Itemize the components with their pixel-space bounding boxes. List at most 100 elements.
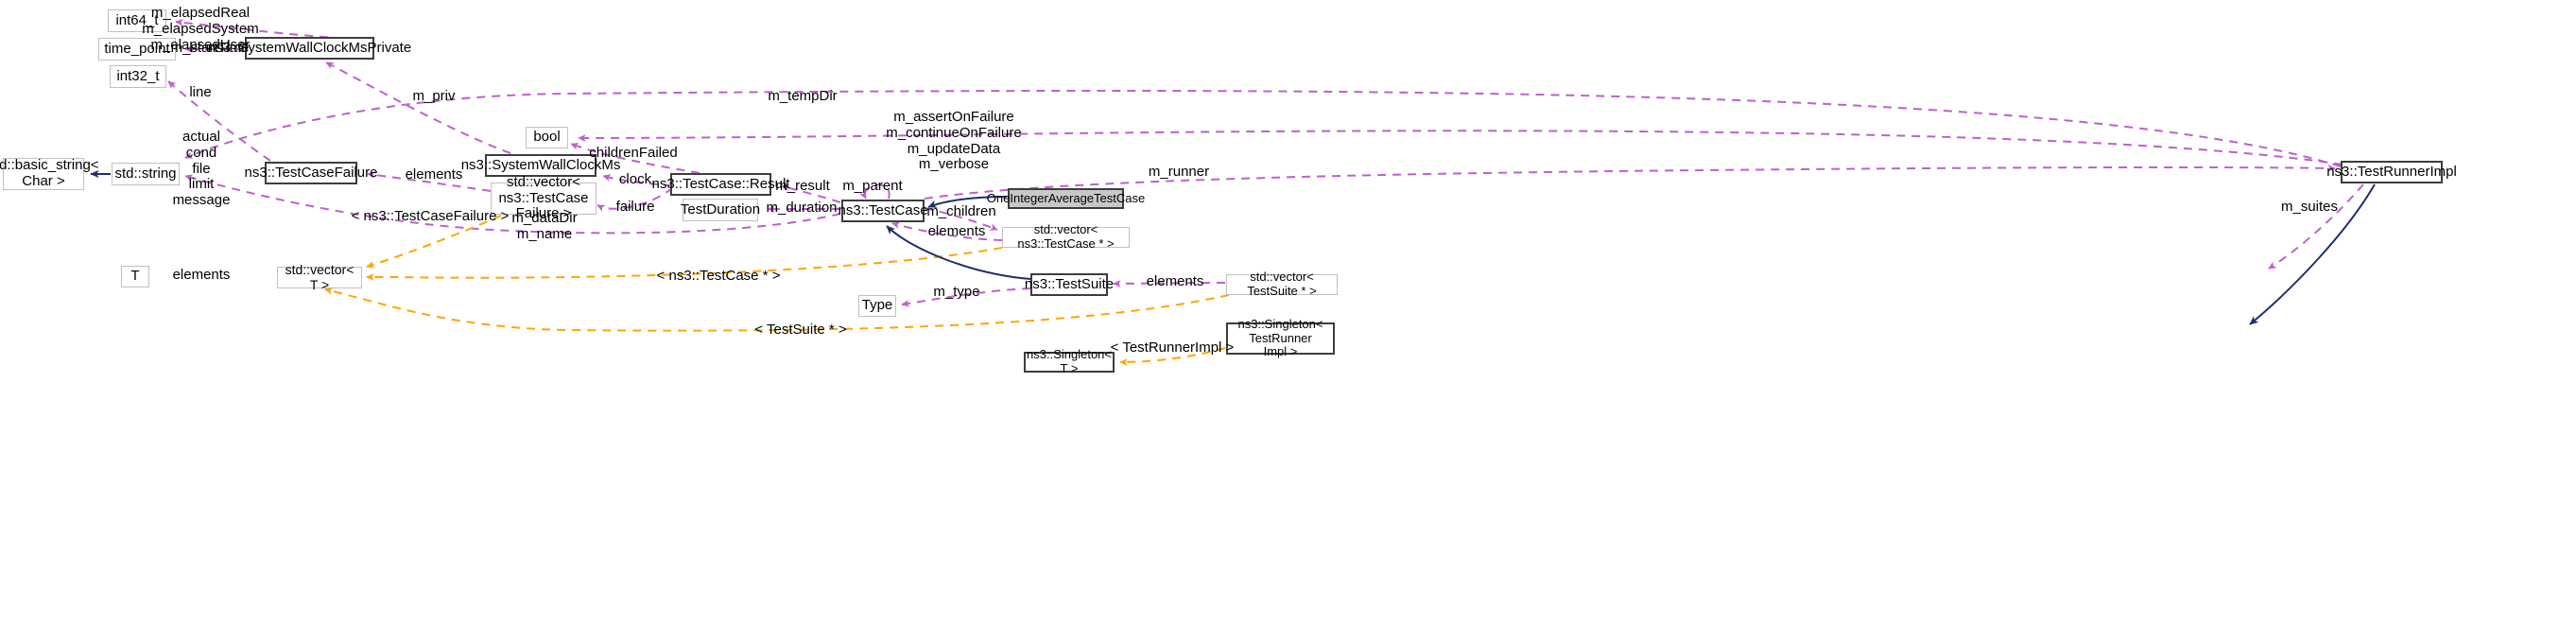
edge-m-type xyxy=(901,287,1031,307)
edge-label-m-duration: m_duration xyxy=(766,200,837,217)
label-text: m_suites xyxy=(2280,199,2339,215)
edge-label-m-children: m_children xyxy=(926,203,995,220)
label-text: m_priv xyxy=(412,88,456,104)
label-text: failure xyxy=(615,199,655,215)
node-label: ns3::TestCase::Result xyxy=(651,175,790,192)
inheritance-edge-group xyxy=(90,169,2376,325)
label-text: m_tempDir xyxy=(768,88,838,104)
edge-label-m-elapsed: m_elapsedReal m_elapsedSystem m_elapsedU… xyxy=(142,5,258,53)
edge-template-tcf xyxy=(366,215,502,269)
label-text: elements xyxy=(1146,273,1204,289)
node-label: ns3::Singleton< TestRunner Impl > xyxy=(1237,317,1323,359)
node-ns3-singleton-T[interactable]: ns3::Singleton< T > xyxy=(1024,348,1115,375)
node-label: std::vector< TestSuite * > xyxy=(1247,270,1317,298)
edge-m-suites xyxy=(2268,183,2364,270)
node-std-vector-testcase-ptr[interactable]: std::vector< ns3::TestCase * > xyxy=(1002,223,1130,251)
edge-template-tsptr xyxy=(324,287,1230,332)
edge-label-template-tri: < TestRunnerImpl > xyxy=(1111,339,1235,357)
template-edge-group xyxy=(324,215,1230,366)
edge-label-m-priv: m_priv xyxy=(412,88,456,105)
node-std-vector-T[interactable]: std::vector< T > xyxy=(277,262,362,291)
node-std-basic-string[interactable]: std::basic_string< Char > xyxy=(0,157,99,190)
node-label: time_point xyxy=(104,40,170,57)
edge-line xyxy=(167,80,271,162)
node-label: ns3::Singleton< T > xyxy=(1027,347,1112,375)
node-ns3-testsuite[interactable]: ns3::TestSuite xyxy=(1025,273,1114,296)
edge-m-children xyxy=(924,207,998,231)
edge-label-m-tempdir: m_tempDir xyxy=(768,88,838,105)
node-type[interactable]: Type xyxy=(858,295,896,317)
node-bool[interactable]: bool xyxy=(526,127,568,148)
label-text: m_startTime xyxy=(170,40,250,56)
edge-label-m-starttime: m_startTime xyxy=(170,40,250,57)
node-ns3-singleton-testrunnerimpl[interactable]: ns3::Singleton< TestRunner Impl > xyxy=(1226,317,1335,358)
node-ns3-testrunnerimpl[interactable]: ns3::TestRunnerImpl xyxy=(2326,161,2457,183)
label-text: < ns3::TestCaseFailure > xyxy=(351,208,510,224)
label-text: m_assertOnFailure m_continueOnFailure m_… xyxy=(886,109,1022,173)
node-label: ns3::TestRunnerImpl xyxy=(2326,163,2457,180)
node-label: std::vector< T > xyxy=(285,261,354,292)
label-text: m_dataDir m_name xyxy=(511,210,578,242)
node-int64-t[interactable]: int64_t xyxy=(108,9,166,32)
label-text: < TestSuite * > xyxy=(754,322,847,338)
node-ns3-systemwallclockmsprivate[interactable]: ns3::SystemWallClockMsPrivate xyxy=(208,37,411,60)
node-label: ns3::TestCaseFailure xyxy=(244,164,378,181)
label-text: line xyxy=(189,84,212,100)
edge-label-m-result: m_result xyxy=(775,178,830,195)
node-label: Type xyxy=(861,297,893,314)
node-label: std::basic_string< Char > xyxy=(0,157,99,189)
node-time-point[interactable]: time_point xyxy=(98,38,176,61)
label-text: m_parent xyxy=(842,178,903,194)
edge-label-clock: clock xyxy=(619,171,651,188)
edge-label-failure: failure xyxy=(615,199,655,216)
edge-label-elements-tcf: elements xyxy=(406,166,463,183)
node-oneintegeraveragetestcase[interactable]: OneIntegerAverageTestCase xyxy=(987,188,1145,209)
node-std-vector-testcasefailure[interactable]: std::vector< ns3::TestCase Failure > xyxy=(491,174,596,221)
edge-childrenfailed xyxy=(570,143,700,174)
edge-label-m-parent: m_parent xyxy=(842,178,903,195)
node-T[interactable]: T xyxy=(121,266,149,287)
node-int32-t[interactable]: int32_t xyxy=(110,65,166,88)
edge-m-result xyxy=(781,183,841,203)
node-ns3-testcasefailure[interactable]: ns3::TestCaseFailure xyxy=(245,162,377,184)
edge-label-template-tcf: < ns3::TestCaseFailure > xyxy=(351,208,510,225)
edge-label-template-tsptr: < TestSuite * > xyxy=(754,322,846,339)
node-ns3-testcase-result[interactable]: ns3::TestCase::Result xyxy=(652,173,789,196)
node-label: int64_t xyxy=(115,11,159,28)
edge-failure xyxy=(596,187,674,212)
edge-template-tcptr xyxy=(366,247,1003,281)
label-text: m_type xyxy=(933,284,980,300)
node-std-vector-testsuite-ptr[interactable]: std::vector< TestSuite * > xyxy=(1226,270,1338,298)
edge-label-m-datadir: m_dataDir m_name xyxy=(511,210,578,243)
node-std-string[interactable]: std::string xyxy=(112,163,180,185)
edge-label-childrenfailed: childrenFailed xyxy=(589,145,677,162)
edge-label-line: line xyxy=(189,84,212,101)
edge-inherit-runnerimpl xyxy=(2249,183,2376,325)
edge-label-m-flags: m_assertOnFailure m_continueOnFailure m_… xyxy=(886,109,1022,173)
node-label: int32_t xyxy=(116,67,160,84)
label-text: elements xyxy=(172,267,231,283)
edge-m-flags xyxy=(578,130,2343,165)
node-label: TestDuration xyxy=(680,200,761,218)
edge-m-datadir xyxy=(184,174,841,235)
edge-elements-ts xyxy=(1113,280,1226,287)
node-label: ns3::TestSuite xyxy=(1024,275,1115,292)
edge-label-elements-tc: elements xyxy=(927,223,986,240)
node-label: std::vector< ns3::TestCase Failure > xyxy=(498,173,589,222)
edge-m-runner xyxy=(924,164,2336,200)
edge-label-template-tcptr: < ns3::TestCase * > xyxy=(656,268,781,285)
node-label: std::vector< ns3::TestCase * > xyxy=(1017,222,1115,251)
label-text: elements xyxy=(927,223,986,239)
node-ns3-systemwallclockms[interactable]: ns3::SystemWallClockMs xyxy=(461,154,620,177)
node-ns3-testcase[interactable]: ns3::TestCase xyxy=(838,200,928,222)
edge-label-m-runner: m_runner xyxy=(1148,164,1210,181)
edge-elements-tcf xyxy=(367,171,492,192)
label-text: m_runner xyxy=(1148,164,1210,180)
label-text: m_result xyxy=(775,178,830,194)
label-text: < ns3::TestCase * > xyxy=(656,268,781,284)
edge-m-tempdir xyxy=(184,89,2342,167)
node-testduration[interactable]: TestDuration xyxy=(680,199,761,221)
edge-label-elements-ts: elements xyxy=(1146,273,1204,290)
node-label: std::string xyxy=(114,165,177,182)
node-label: bool xyxy=(533,129,561,146)
